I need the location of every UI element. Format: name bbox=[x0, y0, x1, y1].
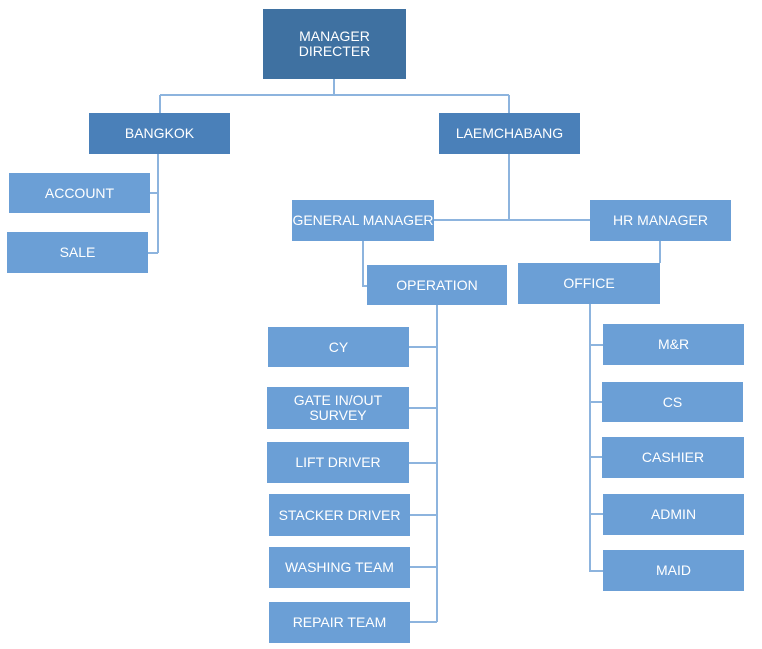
node-repair-team: REPAIR TEAM bbox=[269, 602, 410, 643]
node-hr-manager: HR MANAGER bbox=[590, 200, 731, 241]
node-washing-team: WASHING TEAM bbox=[269, 547, 410, 588]
node-laemchabang: LAEMCHABANG bbox=[439, 113, 580, 154]
node-cashier: CASHIER bbox=[602, 437, 744, 478]
connector-laemchabang-to-managers bbox=[434, 154, 590, 221]
node-gate-in-out-survey: GATE IN/OUT SURVEY bbox=[267, 387, 409, 429]
node-lift-driver: LIFT DRIVER bbox=[267, 442, 409, 483]
connector-operation-to-teams bbox=[409, 305, 438, 623]
node-account: ACCOUNT bbox=[9, 173, 150, 213]
node-cs: CS bbox=[602, 382, 743, 422]
connector-gm-to-operation bbox=[362, 241, 367, 287]
node-cy: CY bbox=[268, 327, 409, 367]
node-manager-directer: MANAGER DIRECTER bbox=[263, 9, 406, 79]
connector-bangkok-to-departments bbox=[148, 154, 159, 254]
node-office: OFFICE bbox=[518, 263, 660, 304]
node-operation: OPERATION bbox=[367, 265, 507, 305]
node-stacker-driver: STACKER DRIVER bbox=[269, 494, 410, 536]
node-sale: SALE bbox=[7, 232, 148, 273]
node-maid: MAID bbox=[603, 550, 744, 591]
node-general-manager: GENERAL MANAGER bbox=[292, 200, 434, 241]
node-m-and-r: M&R bbox=[603, 324, 744, 365]
connector-office-to-staff bbox=[589, 304, 603, 572]
node-admin: ADMIN bbox=[603, 494, 744, 535]
node-bangkok: BANGKOK bbox=[89, 113, 230, 154]
connector-manager-to-branches bbox=[159, 79, 510, 113]
